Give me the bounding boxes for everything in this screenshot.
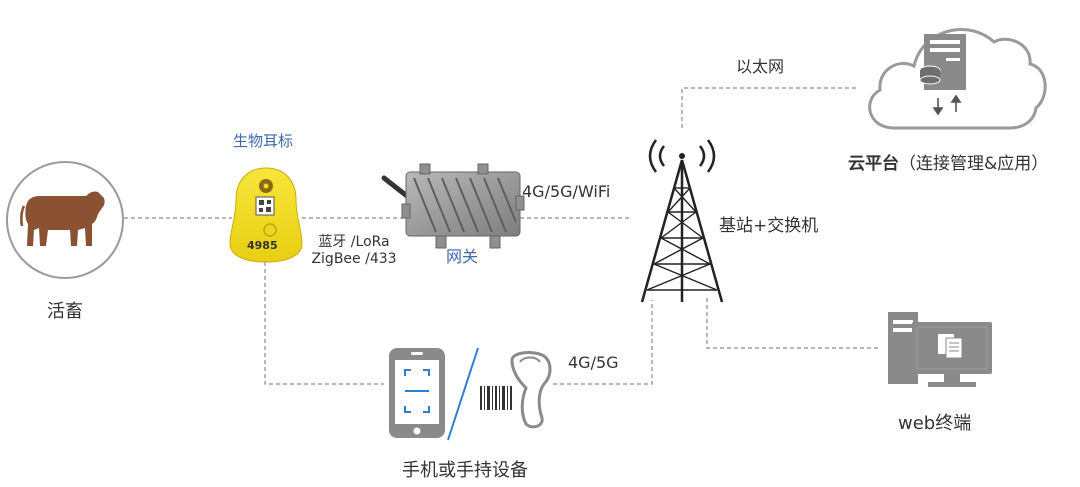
transfer-arrows-icon bbox=[932, 94, 962, 116]
protocol-line-2: ZigBee /433 bbox=[311, 251, 397, 267]
gateway-station-link-label: 4G/5G/WiFi bbox=[522, 182, 611, 201]
tag-qr-code-icon bbox=[255, 196, 275, 216]
line-station-cloud bbox=[681, 87, 858, 128]
line-handheld-station bbox=[553, 300, 653, 385]
barcode-scanner-icon bbox=[510, 351, 552, 429]
web-terminal-node bbox=[888, 312, 992, 387]
document-icon bbox=[938, 334, 963, 359]
livestock-label: 活畜 bbox=[47, 301, 83, 322]
line-tag-handheld bbox=[264, 262, 384, 385]
base-station-label: 基站+交换机 bbox=[719, 216, 819, 236]
barcode-icon bbox=[480, 386, 512, 410]
tag-hole-icon bbox=[263, 223, 277, 237]
cloud-label: 云平台（连接管理&应用） bbox=[848, 149, 1048, 174]
protocol-line-1: 蓝牙 /LoRa bbox=[318, 234, 390, 250]
gateway-node bbox=[381, 163, 525, 249]
tag-gateway-protocols: 蓝牙 /LoRa ZigBee /433 bbox=[306, 234, 402, 268]
web-terminal-label: web终端 bbox=[898, 413, 972, 434]
station-cloud-link-label: 以太网 bbox=[736, 57, 785, 76]
cloud-label-rest: （连接管理&应用） bbox=[899, 154, 1049, 174]
handheld-label: 手机或手持设备 bbox=[402, 460, 528, 481]
signal-waves-icon bbox=[648, 139, 716, 173]
tag-number: 4985 bbox=[247, 239, 278, 252]
scan-frame-icon bbox=[404, 369, 430, 413]
base-station-node bbox=[640, 139, 724, 303]
server-icon bbox=[919, 34, 966, 90]
cloud-label-bold: 云平台 bbox=[848, 154, 899, 174]
tower-icon bbox=[640, 159, 724, 303]
handheld-node bbox=[389, 347, 552, 441]
connection-lines bbox=[124, 87, 878, 385]
divider-slash bbox=[447, 347, 479, 441]
ear-tag-label: 生物耳标 bbox=[233, 132, 294, 150]
gateway-label: 网关 bbox=[446, 247, 479, 266]
cattle-icon bbox=[20, 191, 105, 246]
handheld-station-link-label: 4G/5G bbox=[568, 353, 619, 372]
ear-tag-node: 4985 bbox=[229, 167, 303, 263]
line-station-web bbox=[706, 298, 878, 349]
cloud-node bbox=[868, 28, 1047, 130]
livestock-node bbox=[6, 161, 124, 279]
